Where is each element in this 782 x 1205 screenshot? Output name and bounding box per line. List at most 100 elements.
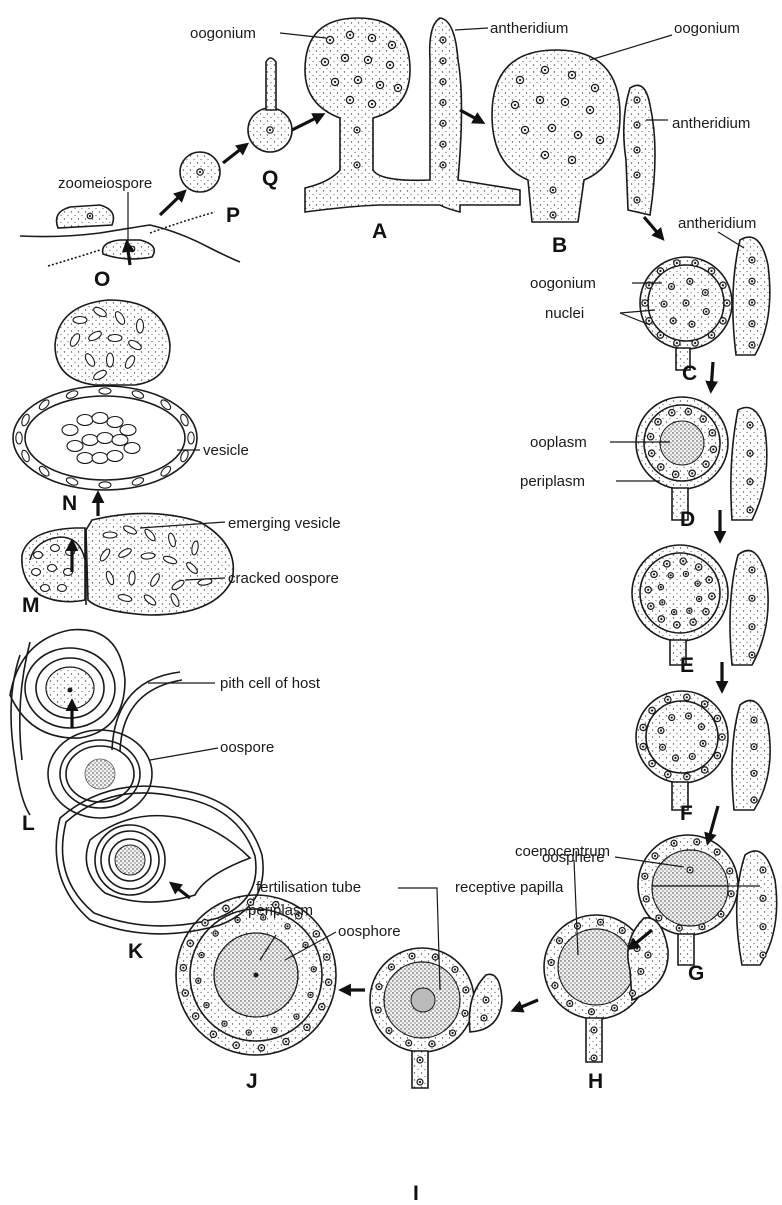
nucleus-dot (751, 344, 753, 346)
nucleus-dot (391, 44, 393, 46)
nucleus-dot (716, 717, 718, 719)
nucleus-dot (434, 956, 436, 958)
stage-label-f: F (680, 802, 693, 825)
nucleus-dot (705, 310, 707, 312)
vacuole (159, 465, 172, 478)
stage-label-b: B (552, 234, 567, 257)
nucleus-dot (676, 262, 678, 264)
nucleus-dot (411, 955, 413, 957)
nucleus-dot (483, 1017, 485, 1019)
vacuole (41, 585, 50, 592)
nucleus-dot (663, 303, 665, 305)
vacuole (77, 453, 93, 464)
nucleus-dot (569, 1002, 571, 1004)
nucleus-dot (131, 248, 133, 250)
nucleus-dot (705, 611, 707, 613)
nucleus-dot (225, 907, 227, 909)
nucleus-dot (377, 1009, 379, 1011)
vacuole (51, 545, 60, 552)
nucleus-dot (659, 334, 661, 336)
nucleus-dot (678, 927, 680, 929)
nucleus-dot (593, 1057, 595, 1059)
label-vesicle: vesicle (203, 442, 249, 459)
nucleus-dot (721, 736, 723, 738)
nucleus-dot (313, 968, 315, 970)
nucleus-dot (702, 742, 704, 744)
nucleus-dot (675, 473, 677, 475)
nucleus-dot (558, 940, 560, 942)
nucleus-dot (273, 1029, 275, 1031)
nucleus-dot (397, 87, 399, 89)
vacuole (82, 435, 98, 446)
stage-label-p: P (226, 204, 240, 227)
nucleus-dot (315, 933, 317, 935)
vacuole (97, 433, 113, 444)
nucleus-dot (552, 189, 554, 191)
vacuole (38, 398, 51, 411)
nucleus-dot (674, 757, 676, 759)
nucleus-dot (671, 716, 673, 718)
stage-label-m: M (22, 594, 40, 617)
nucleus-dot (390, 966, 392, 968)
label-antheridium-b: antheridium (672, 115, 750, 132)
stage-f-figure (636, 691, 770, 810)
vacuole (92, 453, 108, 464)
stage-label-g: G (688, 962, 704, 985)
nucleus-dot (184, 992, 186, 994)
label-fertilisation-tube: fertilisation tube (256, 879, 361, 896)
stage-label-k: K (128, 940, 143, 963)
nucleus-dot (726, 302, 728, 304)
nucleus-dot (636, 947, 638, 949)
stage-l-figure (10, 630, 182, 818)
stage-label-e: E (680, 654, 694, 677)
nucleus-dot (704, 703, 706, 705)
label-emerging-vesicle: emerging vesicle (228, 515, 341, 532)
stage-label-c: C (682, 362, 697, 385)
stage-d-figure (636, 397, 767, 520)
nucleus-dot (673, 611, 675, 613)
nucleus-dot (704, 769, 706, 771)
nucleus-dot (408, 1042, 410, 1044)
nucleus-dot (295, 1015, 297, 1017)
nucleus-dot (686, 696, 688, 698)
nucleus-dot (636, 124, 638, 126)
label-antheridium-c: antheridium (678, 215, 756, 232)
nucleus-dot (689, 869, 691, 871)
vacuole (107, 451, 123, 462)
nucleus-dot (204, 922, 206, 924)
vacuole (103, 532, 117, 538)
nucleus-dot (682, 560, 684, 562)
nucleus-dot (554, 984, 556, 986)
nucleus-dot (544, 69, 546, 71)
nucleus-dot (710, 334, 712, 336)
nucleus-dot (328, 981, 330, 983)
vacuole (107, 417, 123, 428)
nucleus-dot (464, 1012, 466, 1014)
label-nuclei: nuclei (545, 305, 584, 322)
nucleus-dot (672, 320, 674, 322)
nucleus-dot (651, 452, 653, 454)
nucleus-dot (599, 139, 601, 141)
nucleus-dot (200, 954, 202, 956)
nucleus-dot (661, 601, 663, 603)
nucleus-dot (762, 897, 764, 899)
nucleus-dot (753, 799, 755, 801)
nucleus-dot (642, 726, 644, 728)
nucleus-dot (657, 421, 659, 423)
nucleus-dot (685, 302, 687, 304)
nucleus-dot (692, 621, 694, 623)
nucleus-dot (199, 171, 201, 173)
stage-h-figure (544, 915, 668, 1062)
nucleus-dot (223, 1023, 225, 1025)
nucleus-dot (710, 270, 712, 272)
nucleus-dot (564, 101, 566, 103)
nucleus-dot (442, 81, 444, 83)
nucleus-dot (730, 893, 732, 895)
nucleus-dot (648, 320, 650, 322)
vacuole (108, 335, 122, 342)
nucleus-dot (248, 1031, 250, 1033)
nucleus-dot (708, 579, 710, 581)
nucleus-dot (636, 99, 638, 101)
nucleus-dot (465, 989, 467, 991)
nucleus-dot (711, 432, 713, 434)
